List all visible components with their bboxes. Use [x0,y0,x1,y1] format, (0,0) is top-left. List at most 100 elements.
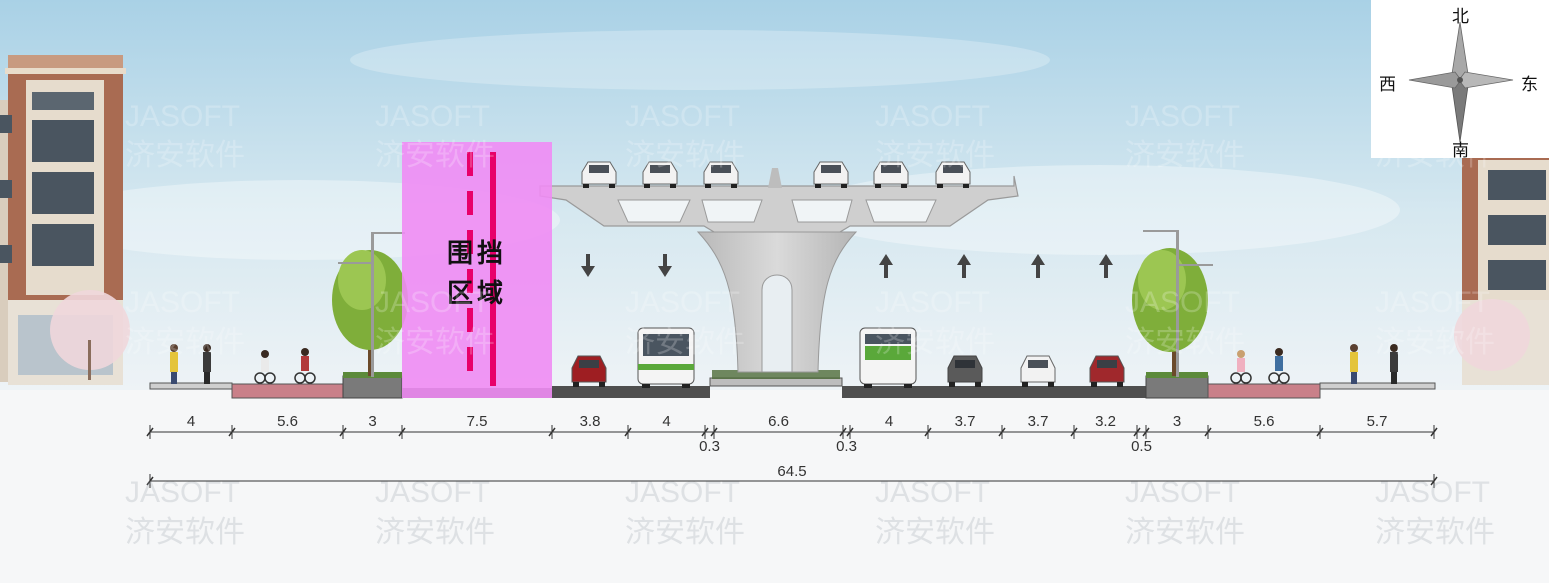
car-red-right [1089,355,1125,387]
watermark-chinese: 济安软件 [1375,515,1495,550]
dimension-tick-slash [924,427,932,437]
right-streetlight [1143,230,1213,377]
dimension-tick-slash [1316,427,1324,437]
watermark-chinese: 济安软件 [375,325,495,360]
watermark-chinese: 济安软件 [1125,515,1245,550]
dimension-tick-slash [1430,476,1438,486]
watermark-chinese: 济安软件 [1125,325,1245,360]
lane-width-label: 3.7 [955,413,976,430]
lane-width-label: 5.6 [1254,413,1275,430]
dimension-tick-slash [998,427,1006,437]
lane-width-label: 7.5 [467,413,488,430]
watermark-latin: JASOFT [1125,286,1240,319]
dimension-tick-slash [146,427,154,437]
car-dark-right [947,355,983,387]
enclosure-label-line2: 区域 [447,279,507,309]
watermark-latin: JASOFT [875,100,990,133]
watermark-chinese: 济安软件 [625,138,745,173]
compass-south-label: 南 [1452,141,1469,161]
gap-width-label: 0.5 [1131,438,1152,455]
arrow-up-icon [1031,254,1045,278]
watermark-chinese: 济安软件 [625,325,745,360]
watermark-latin: JASOFT [125,286,240,319]
compass-north-label: 北 [1452,7,1469,27]
watermark-latin: JASOFT [375,100,490,133]
watermark-latin: JASOFT [375,286,490,319]
right-tree [1132,248,1208,376]
watermark-chinese: 济安软件 [125,515,245,550]
lane-width-label: 5.6 [277,413,298,430]
dimension-tick-slash [146,476,154,486]
gap-width-label: 0.3 [836,438,857,455]
watermark-chinese: 济安软件 [625,515,745,550]
lane-width-label: 4 [187,413,195,430]
gap-width-label: 0.3 [699,438,720,455]
dimension-tick-slash [1142,427,1150,437]
lane-width-label: 5.7 [1367,413,1388,430]
watermark-latin: JASOFT [1375,476,1490,509]
watermark-latin: JASOFT [625,100,740,133]
watermark-latin: JASOFT [375,476,490,509]
watermark-chinese: 济安软件 [875,138,995,173]
lane-width-label: 3 [368,413,376,430]
compass-panel: 北 南 西 东 [1371,0,1549,161]
arrow-down-icon [658,254,672,277]
viaduct-cars [581,161,971,188]
enclosure-zone: 围挡 区域 [402,142,552,398]
watermark-latin: JASOFT [1125,476,1240,509]
dimension-tick-slash [1133,427,1141,437]
total-width-label: 64.5 [777,463,806,480]
pedestrians-left [170,344,211,384]
lane-width-label: 4 [885,413,893,430]
arrow-up-icon [1099,254,1113,278]
left-streetlight [338,232,405,377]
lane-width-label: 3.8 [580,413,601,430]
arrow-up-icon [957,254,971,278]
ground [149,370,1436,399]
pedestrians-right [1350,344,1398,384]
cyclists-left [254,348,316,384]
cyclists-right [1230,348,1290,384]
watermark-latin: JASOFT [125,476,240,509]
dimension-tick-slash [846,427,854,437]
arrow-up-icon [879,254,893,278]
compass-east-label: 东 [1521,75,1538,95]
lane-width-label: 3.7 [1028,413,1049,430]
dimension-tick-slash [548,427,556,437]
dimension-tick-slash [839,427,847,437]
elevated-viaduct [539,168,1019,373]
lane-width-label: 4 [662,413,670,430]
watermark-latin: JASOFT [625,476,740,509]
watermark-chinese: 济安软件 [375,138,495,173]
watermark-chinese: 济安软件 [875,325,995,360]
compass-rose-icon [1408,21,1514,143]
enclosure-area [402,142,552,398]
watermark-latin: JASOFT [1125,100,1240,133]
watermark-grid: JASOFT 济安软件 JASOFT 济安软件 JASOFT 济安软件 JASOFT 济安软件… [125,100,1495,550]
arrow-down-icon [581,254,595,277]
watermark-chinese: 济安软件 [875,515,995,550]
watermark-chinese: 济安软件 [1375,325,1495,360]
lane-width-label: 3 [1173,413,1181,430]
bus-left [637,327,695,388]
dimension-tick-slash [398,427,406,437]
watermark-latin: JASOFT [875,286,990,319]
traffic-direction-arrows [581,254,1113,278]
dimension-tick-slash [624,427,632,437]
compass-west-label: 西 [1379,75,1396,95]
watermark-chinese: 济安软件 [125,325,245,360]
left-building [0,55,130,385]
watermark-latin: JASOFT [625,286,740,319]
dimension-tick-slash [710,427,718,437]
dimension-tick-slash [339,427,347,437]
watermark-latin: JASOFT [875,476,990,509]
dimension-tick-slash [701,427,709,437]
watermark-chinese: 济安软件 [375,515,495,550]
bus-right [859,327,917,388]
right-building [1454,150,1549,385]
lane-width-label: 6.6 [768,413,789,430]
dimension-tick-slash [1204,427,1212,437]
